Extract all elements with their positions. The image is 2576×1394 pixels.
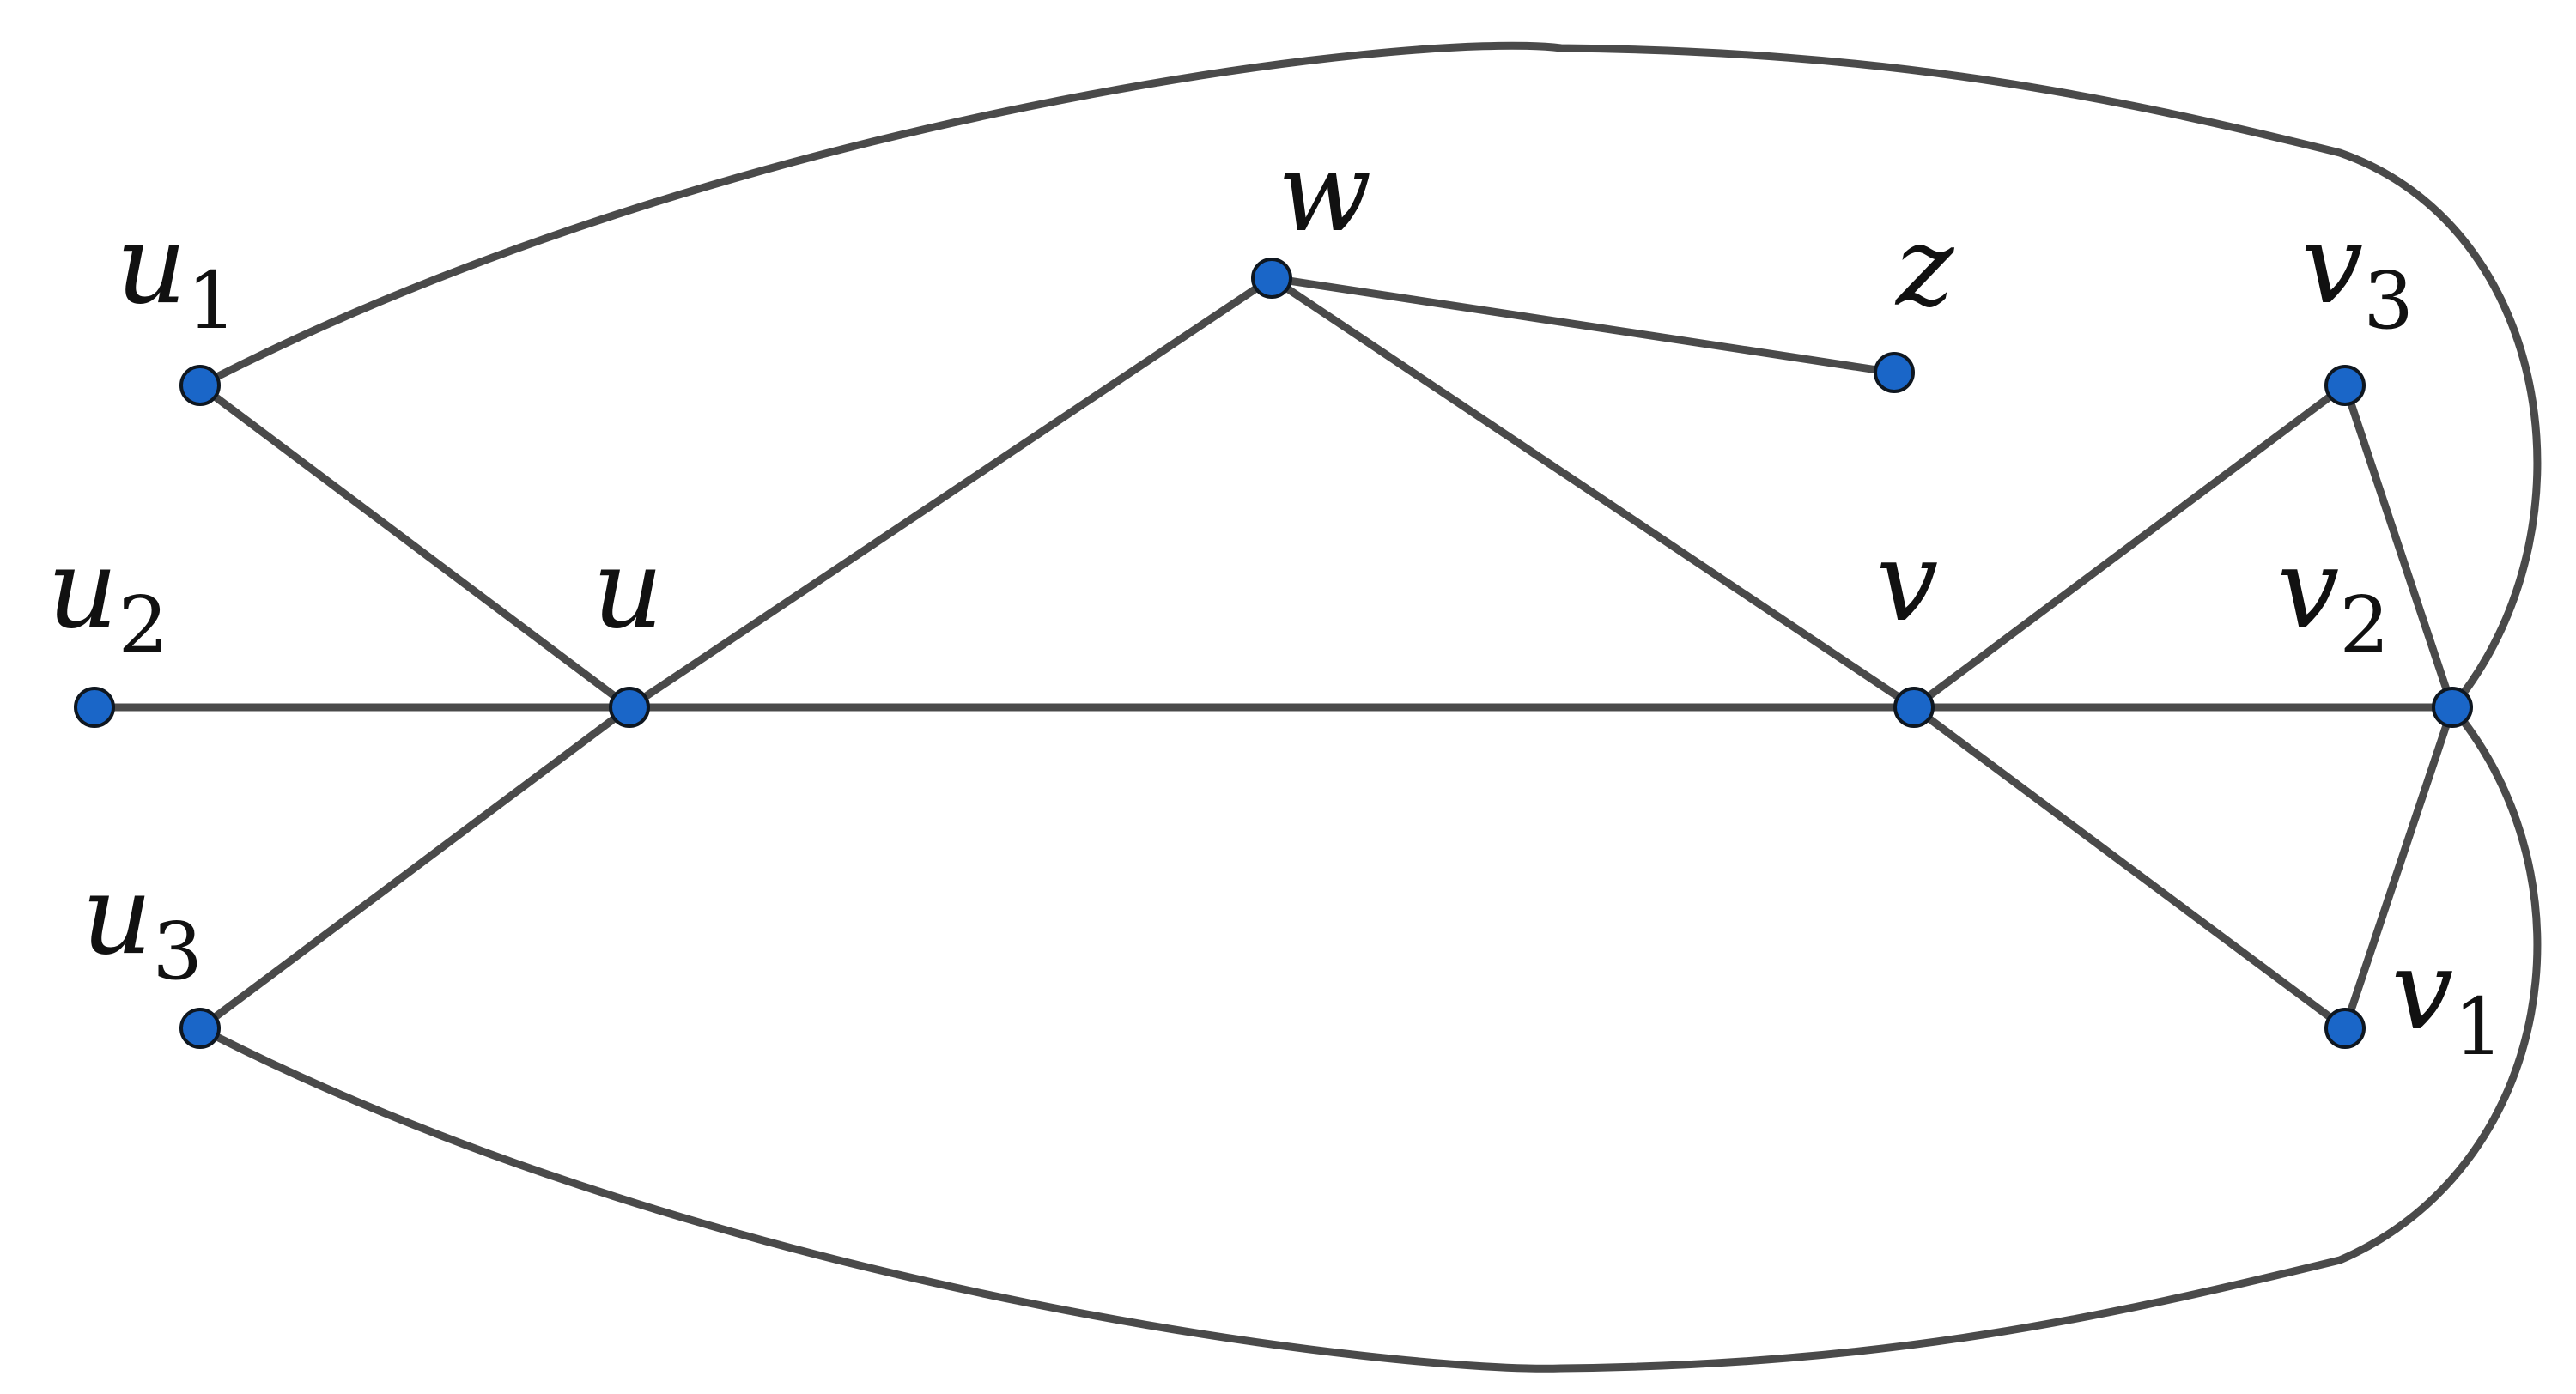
label-v1-sub: 1	[2453, 981, 2504, 1073]
node-u2	[74, 687, 115, 728]
label-u1-sub: 1	[186, 255, 237, 347]
edge-u3-u	[196, 703, 634, 1033]
label-v: v	[1876, 518, 1938, 646]
edge-u3-v2-outer	[196, 703, 2542, 1373]
edges	[90, 41, 2542, 1373]
label-u3: u3	[82, 852, 203, 997]
labels: u1 u2 u3 u w z v v3 v2 v1	[47, 129, 2504, 1073]
label-u1-base: u	[116, 201, 186, 329]
edge-v-v3	[1910, 381, 2349, 712]
label-v2-base: v	[2277, 525, 2339, 653]
label-u1: u1	[116, 201, 237, 347]
label-w: w	[1278, 129, 1372, 257]
edge-u-w	[625, 274, 1276, 712]
label-v2: v2	[2277, 525, 2390, 671]
edge-v1-v2	[2341, 703, 2457, 1033]
node-v2	[2432, 687, 2473, 728]
node-z	[1874, 352, 1915, 393]
node-w	[1251, 258, 1292, 299]
label-u: u	[592, 525, 663, 653]
node-v	[1893, 687, 1935, 728]
label-v1-base: v	[2391, 927, 2453, 1055]
label-v3: v3	[2301, 201, 2414, 347]
node-v1	[2324, 1008, 2366, 1049]
label-z: z	[1894, 203, 1955, 331]
node-v3	[2324, 365, 2366, 406]
node-u3	[179, 1008, 221, 1049]
edge-w-z	[1267, 274, 1899, 377]
label-u2-base: u	[47, 525, 118, 653]
label-u2-sub: 2	[118, 579, 168, 671]
label-v2-sub: 2	[2339, 579, 2390, 671]
label-v3-base: v	[2301, 201, 2363, 329]
edge-v3-v2	[2341, 381, 2457, 712]
label-v3-sub: 3	[2363, 255, 2414, 347]
edge-u1-u	[196, 381, 634, 712]
nodes	[74, 258, 2473, 1049]
edge-v-v1	[1910, 703, 2349, 1033]
label-u3-sub: 3	[152, 906, 203, 997]
label-u3-base: u	[82, 852, 152, 979]
label-u2: u2	[47, 525, 168, 671]
node-u1	[179, 365, 221, 406]
edge-u1-v2-outer	[196, 41, 2542, 712]
node-u	[609, 687, 650, 728]
edge-w-v	[1267, 274, 1918, 712]
label-v1: v1	[2391, 927, 2504, 1073]
